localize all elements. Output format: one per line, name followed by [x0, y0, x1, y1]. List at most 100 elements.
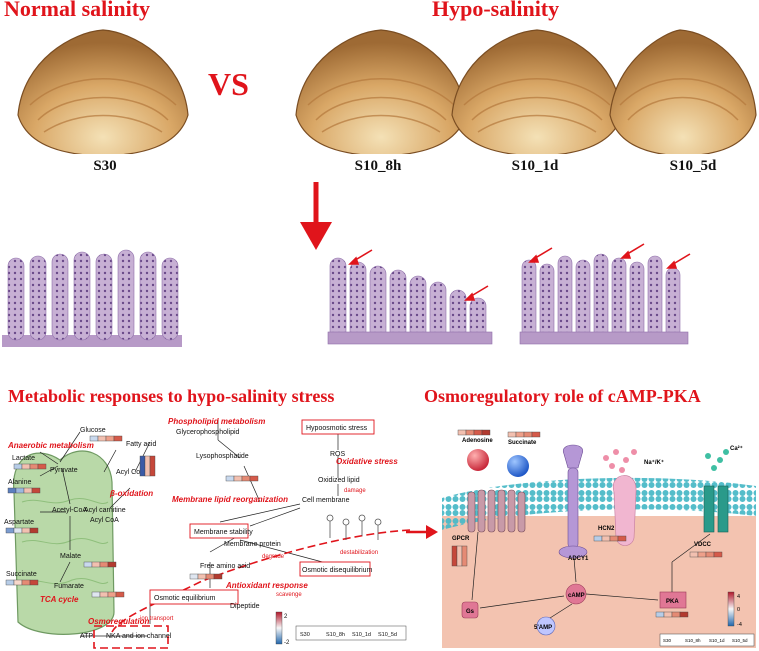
node-malate: Malate	[60, 553, 81, 560]
lipid-glyphs	[326, 514, 382, 540]
label-anaerobic: Anaerobic metabolism	[7, 441, 94, 450]
node-glycerophospholipid: Glycerophospholipid	[176, 429, 240, 436]
node-dipeptide: Dipeptide	[230, 603, 260, 610]
svg-text:-2: -2	[284, 640, 290, 646]
node-nka: NKA and ion channel	[106, 633, 172, 640]
label-s30: S30	[93, 158, 117, 174]
clam-s10-5d	[609, 29, 757, 154]
osmo-title: Osmoregulatory role of cAMP-PKA	[424, 386, 701, 406]
svg-text:S10_8h: S10_8h	[685, 638, 701, 643]
label-succinate: Succinate	[508, 440, 537, 446]
node-lactate: Lactate	[12, 455, 35, 462]
heatmap-strips	[5, 435, 259, 598]
node-acyl-coa-2: Acyl CoA	[90, 517, 119, 524]
metabolic-legend: 2 -2 S30 S10_8h S10_1d S10_5d	[275, 611, 407, 646]
label-s10-1d: S10_1d	[511, 158, 559, 174]
node-alanine: Alanine	[8, 479, 31, 486]
vdcc-channel	[703, 485, 729, 533]
metabolic-map: Anaerobic metabolism Phospholipid metabo…	[4, 417, 411, 649]
svg-text:-4: -4	[737, 622, 742, 628]
svg-text:4: 4	[737, 594, 740, 600]
label-osmoregulation: Osmoregulation	[88, 617, 149, 626]
label-camp: cAMP	[568, 593, 585, 599]
clam-s10-8h	[295, 29, 467, 154]
node-membrane-stability: Membrane stability	[194, 529, 253, 536]
succinate-ball	[507, 455, 529, 477]
vs-label: VS	[208, 66, 249, 102]
adcy1-channel	[558, 444, 588, 559]
label-adenosine: Adenosine	[462, 438, 493, 444]
svg-text:S10_5d: S10_5d	[378, 632, 397, 638]
node-oxidized-lipid: Oxidized lipid	[318, 477, 360, 484]
clam-shells	[17, 29, 757, 154]
normal-salinity-title: Normal salinity	[4, 0, 151, 21]
svg-text:S10_1d: S10_1d	[709, 638, 725, 643]
osmo-legend: 4 0 -4 S30 S10_8h S10_1d S10_5d	[659, 591, 755, 647]
node-osmotic-diseq: Osmotic disequilibrium	[302, 567, 373, 574]
svg-text:S10_1d: S10_1d	[352, 632, 371, 638]
node-osmotic-eq: Osmotic equilibrium	[154, 595, 216, 602]
label-antioxidant: Antioxidant response	[225, 581, 308, 590]
node-membrane-protein: Membrane protein	[224, 541, 281, 548]
pka-box	[659, 591, 687, 609]
label-oxidative: Oxidative stress	[336, 457, 398, 466]
node-atp: ATP	[80, 633, 93, 640]
label-pka: PKA	[666, 599, 679, 605]
histology-s30	[2, 249, 182, 347]
adenosine-ball	[467, 449, 489, 471]
link-arrow-icon	[406, 525, 438, 539]
node-pyruvate: Pyruvate	[50, 467, 78, 474]
hcn2-channel	[612, 475, 637, 546]
node-fumarate: Fumarate	[54, 583, 84, 590]
label-tca: TCA cycle	[40, 595, 79, 604]
node-destabilization: destabilization	[340, 550, 378, 556]
histology-s10-5d	[519, 253, 689, 345]
clam-s30	[17, 29, 189, 154]
amp-ball	[536, 616, 556, 636]
ca-dots	[705, 449, 729, 471]
hypo-salinity-title: Hypo-salinity	[432, 0, 560, 21]
label-hcn2: HCN2	[598, 526, 615, 532]
svg-text:S30: S30	[663, 638, 672, 643]
label-phospholipid: Phospholipid metabolism	[168, 417, 265, 426]
node-glucose: Glucose	[80, 427, 106, 434]
gs-box	[461, 601, 479, 619]
histology-s10-8h	[327, 257, 493, 345]
node-succinate: Succinate	[6, 571, 37, 578]
label-beta-ox: β-oxidation	[109, 489, 153, 498]
label-amp: 5'AMP	[534, 625, 552, 631]
node-scavenge: scavenge	[276, 592, 302, 598]
node-degrade: degrade	[262, 554, 285, 560]
node-hypoosmotic: Hypoosmotic stress	[306, 425, 368, 432]
node-damage: damage	[344, 488, 366, 494]
svg-text:S10_5d: S10_5d	[732, 638, 748, 643]
osmo-cell: Adenosine Succinate GPCR ADCY1 HCN2 Na⁺/…	[442, 429, 756, 648]
label-gpcr: GPCR	[452, 536, 470, 542]
label-vdcc: VDCC	[694, 542, 712, 548]
node-aspartate: Aspartate	[4, 519, 34, 526]
down-arrow-icon	[300, 182, 332, 250]
histology-arrows	[348, 243, 691, 301]
node-ion-transport: ion transport	[140, 616, 174, 622]
node-free-aa: Free amino acid	[200, 563, 250, 570]
label-membrane-lipid: Membrane lipid reorganization	[172, 495, 288, 504]
ion-dots	[603, 449, 637, 473]
label-ions: Na⁺/K⁺	[644, 459, 664, 466]
clam-s10-1d	[451, 29, 623, 154]
node-ros: ROS	[330, 451, 346, 458]
node-acetyl-coa: Acetyl-CoA	[52, 507, 87, 514]
svg-text:S30: S30	[300, 632, 310, 638]
node-acyl-coa: Acyl CoA	[116, 469, 145, 476]
node-fatty-acid: Fatty acid	[126, 441, 156, 448]
node-cell-membrane: Cell membrane	[302, 497, 350, 504]
label-adcy1: ADCY1	[568, 556, 589, 562]
node-acyl-carnitine: Acyl carnitine	[84, 507, 126, 514]
node-lysophosphatide: Lysophosphatide	[196, 453, 249, 460]
label-ca: Ca²⁺	[730, 445, 743, 452]
label-gs: Gs	[466, 609, 475, 615]
svg-text:0: 0	[737, 607, 740, 613]
gpcr-receptor	[467, 489, 526, 533]
metabolic-title: Metabolic responses to hypo-salinity str…	[8, 386, 335, 406]
label-s10-5d: S10_5d	[669, 158, 717, 174]
svg-text:2: 2	[284, 614, 288, 620]
